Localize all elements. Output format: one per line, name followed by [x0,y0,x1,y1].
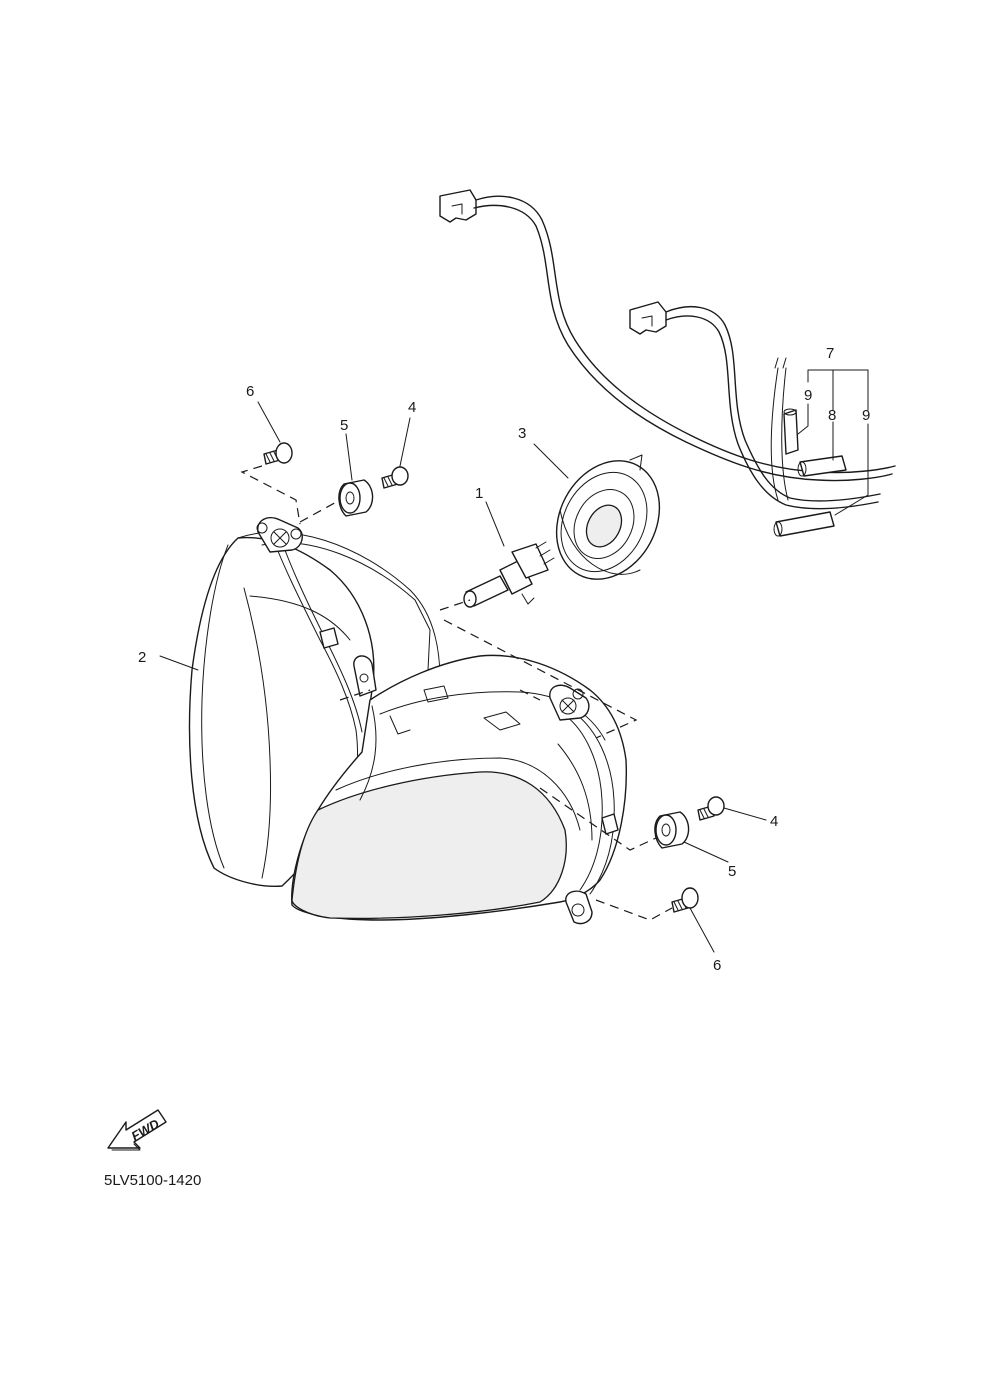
callout-1: 1 [475,485,483,502]
grommet-upper [338,479,374,517]
wire-harness [439,189,896,537]
harness-clip-left [783,408,799,455]
callout-5-upper: 5 [340,417,348,434]
harness-connector-a [439,189,477,223]
callout-4-lower: 4 [770,813,778,830]
callout-6-lower: 6 [713,957,721,974]
callout-7: 7 [826,345,834,362]
grommet-lower [654,811,690,849]
headlight-assembly [188,516,627,925]
mount-ear-right [549,684,590,721]
callout-3: 3 [518,425,526,442]
callout-8: 8 [828,407,836,424]
callout-bracket-7 [807,369,869,411]
callout-2: 2 [138,649,146,666]
headlight-bulb [463,541,555,608]
bolt-lower [697,796,725,821]
screw-lower [671,887,699,913]
mount-ear-upper [256,516,303,553]
fwd-arrow-icon: FWD [107,1109,167,1151]
callout-9-right: 9 [862,407,870,424]
harness-sleeve [797,455,847,477]
harness-clip-right [773,511,835,537]
callout-9-left: 9 [804,387,812,404]
callout-labels: 1 2 3 4 5 6 7 8 9 9 4 5 6 [138,345,870,974]
part-code: 5LV5100-1420 [104,1172,201,1189]
screw-upper [263,442,293,465]
callout-5-lower: 5 [728,863,736,880]
callout-leaders [159,401,767,953]
callout-6-upper: 6 [246,383,254,400]
harness-connector-b [629,301,667,335]
bolt-upper [381,466,409,489]
assembly-lines [240,465,673,921]
mount-ear-lower [565,890,593,925]
bulb-cover [555,454,661,580]
callout-4-upper: 4 [408,399,416,416]
